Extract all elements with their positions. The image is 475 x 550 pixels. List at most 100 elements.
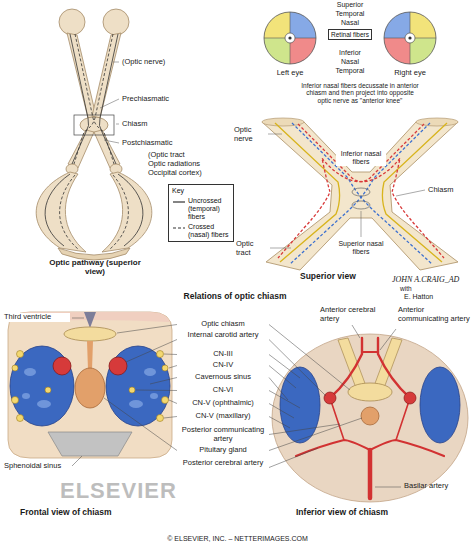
fiber-lines xyxy=(70,34,89,164)
inferior-view xyxy=(368,450,373,498)
inferior-view xyxy=(330,338,362,398)
frontal-section xyxy=(24,368,36,376)
retina-right-eye xyxy=(384,12,436,64)
leader-lines xyxy=(269,448,318,468)
legend-line-sample xyxy=(173,201,185,202)
part-label: Nasal xyxy=(320,19,380,27)
inferior-view xyxy=(330,398,344,440)
leader-lines xyxy=(104,398,177,451)
leader-lines xyxy=(270,248,291,249)
frontal-section xyxy=(12,397,19,404)
fiber-cross-sections xyxy=(352,201,370,209)
retina-right-eye xyxy=(405,33,415,43)
part-label: Optic nerve xyxy=(234,126,266,143)
part-label: Anterior cerebral artery xyxy=(320,306,394,323)
view-title: Relations of optic chiasm xyxy=(150,292,320,302)
part-label: Sphenoidal sinus xyxy=(4,462,84,471)
frontal-section xyxy=(144,368,156,376)
fiber-lines xyxy=(110,175,128,249)
frontal-section xyxy=(129,387,135,393)
frontal-section xyxy=(48,432,132,456)
optic-pathway xyxy=(103,9,129,35)
chiasm-superior-view xyxy=(262,122,458,270)
legend-text: Uncrossed (temporal) fibers xyxy=(188,197,230,221)
leader-lines xyxy=(269,418,362,451)
part-label: Superior xyxy=(320,1,380,9)
leader-lines xyxy=(150,378,177,385)
frontal-section xyxy=(162,397,169,404)
leader-lines xyxy=(100,62,119,143)
fiber-lines xyxy=(74,34,113,164)
retina-left-eye xyxy=(288,36,291,39)
frontal-section xyxy=(8,312,172,458)
watermark: ELSEVIER xyxy=(60,479,190,503)
view-title: Superior view xyxy=(300,272,390,282)
part-label: (Optic tract xyxy=(148,151,232,160)
frontal-section xyxy=(75,368,105,408)
frontal-section xyxy=(84,312,96,328)
optic-pathway xyxy=(36,9,152,260)
part-label: CN-V (ophthalmic) xyxy=(180,399,266,408)
fiber-lines xyxy=(99,34,118,164)
fiber-lines xyxy=(75,34,114,164)
part-label: CN-IV xyxy=(180,361,266,370)
leader-lines xyxy=(269,417,290,429)
frontal-section xyxy=(157,351,164,358)
part-label: CN-III xyxy=(180,350,266,359)
frontal-section xyxy=(150,393,158,399)
leader-lines xyxy=(72,456,82,466)
optic-pathway xyxy=(92,33,121,118)
part-label: with xyxy=(400,285,440,292)
part-label: CN-VI xyxy=(180,386,266,395)
legend-row: Uncrossed (temporal) fibers xyxy=(172,197,230,221)
leader-lines xyxy=(169,366,177,369)
part-label: Pituitary gland xyxy=(180,446,266,455)
leader-lines xyxy=(268,134,425,248)
fiber-cross-sections xyxy=(352,188,370,209)
part-label: Right eye xyxy=(382,69,438,78)
inferior-view xyxy=(296,440,370,456)
leader-lines xyxy=(126,340,177,363)
frontal-section xyxy=(22,393,30,399)
inferior-view xyxy=(404,392,416,404)
part-label: Posterior cerebral artery xyxy=(180,459,266,468)
part-label: Chiasm xyxy=(428,186,468,195)
leader-lines xyxy=(361,211,362,237)
frontal-section xyxy=(157,415,164,422)
legend-row: Crossed (nasal) fibers xyxy=(172,223,230,239)
optic-pathway xyxy=(102,172,152,252)
part-label: Inferior nasal fibers xyxy=(336,150,386,166)
part-label: Basilar artery xyxy=(404,482,464,491)
part-label: Internal carotid artery xyxy=(180,331,266,340)
optic-pathway xyxy=(67,33,96,118)
part-label: Optic tract xyxy=(236,240,268,257)
retina-right-eye xyxy=(384,12,436,64)
leader-lines xyxy=(164,417,177,419)
part-label: Temporal xyxy=(320,67,380,75)
part-label: Cavernous sinus xyxy=(180,373,266,382)
artist-signature: JOHN A.CRAIG_AD xyxy=(392,275,472,284)
leader-lines xyxy=(113,62,119,63)
frontal-section xyxy=(37,400,51,408)
leader-lines xyxy=(136,390,177,392)
frontal-section xyxy=(109,357,127,375)
retina-right-eye xyxy=(408,36,411,39)
inferior-view xyxy=(370,440,444,456)
inferior-view xyxy=(272,334,468,502)
retina-right-eye xyxy=(384,12,436,64)
frontal-section xyxy=(8,312,172,458)
leader-lines xyxy=(375,487,401,488)
part-label: E. Hatton xyxy=(404,293,464,301)
inferior-view xyxy=(361,407,379,425)
retinal-fiber-paths xyxy=(275,123,447,264)
fiber-cross-sections xyxy=(352,188,370,196)
key-box: KeyUncrossed (temporal) fibersCrossed (n… xyxy=(168,184,234,242)
view-title: Inferior view of chiasm xyxy=(296,508,446,518)
part-label: Left eye xyxy=(262,69,318,78)
inferior-view xyxy=(272,334,468,502)
part-label: Third ventricle xyxy=(4,313,70,322)
copyright-caption: © ELSEVIER, INC. – NETTERIMAGES.COM xyxy=(10,535,465,543)
frontal-section xyxy=(12,365,18,371)
inferior-view xyxy=(362,351,378,353)
inferior-view xyxy=(420,367,460,443)
